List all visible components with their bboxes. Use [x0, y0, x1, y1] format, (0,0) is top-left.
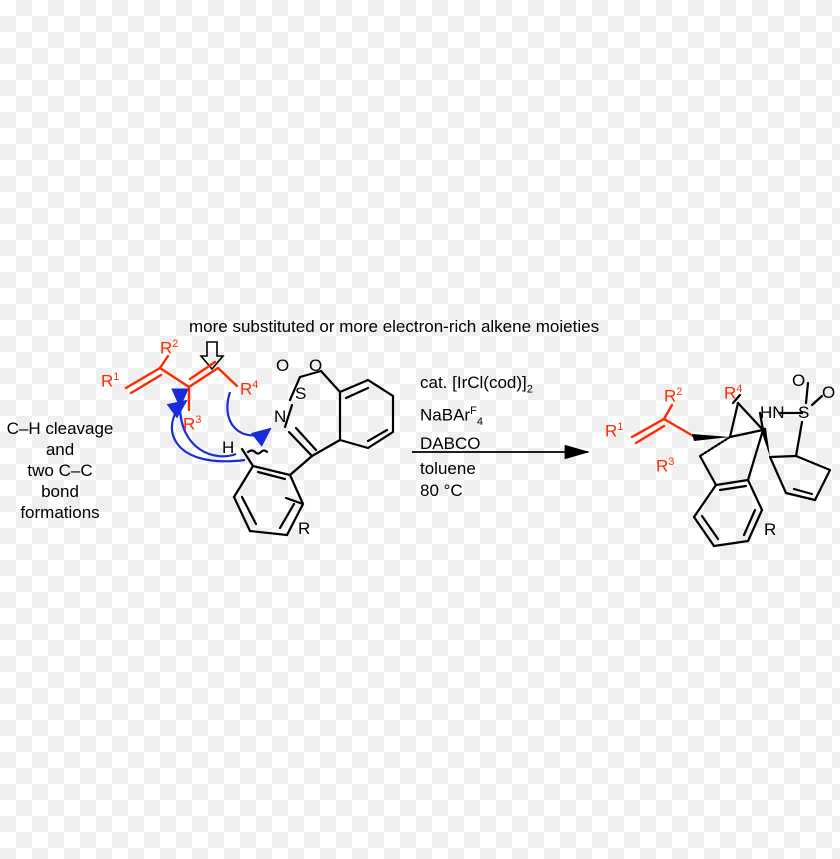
condition-base: DABCO	[420, 434, 481, 454]
condition-temperature: 80 °C	[420, 481, 463, 500]
reactant-s: S	[295, 384, 307, 403]
curved-arrows	[166, 388, 272, 463]
condition-catalyst: cat. [IrCl(cod)]2	[420, 373, 533, 396]
reactant-n: N	[274, 407, 287, 426]
condition-additive: NaBArF4	[420, 405, 483, 429]
conditions-below: toluene 80 °C	[420, 458, 476, 502]
conditions: cat. [IrCl(cod)]2 NaBArF4 DABCO	[420, 372, 533, 455]
reactant-r2: R2	[160, 338, 179, 358]
product-s: S	[798, 403, 810, 422]
top-note: more substituted or more electron-rich a…	[189, 317, 600, 336]
open-down-arrow	[199, 341, 225, 371]
left-label-line-1: C–H cleavage	[6, 419, 114, 438]
reactant-h: H	[222, 438, 235, 457]
reactant-sulfonylimine	[232, 369, 395, 537]
product-o1: O	[792, 371, 806, 390]
product-hn: HN	[760, 403, 785, 422]
product-structure	[630, 381, 832, 548]
left-label-line-4: bond	[41, 482, 79, 501]
reactant-diene	[124, 354, 239, 412]
reactant-r1: R1	[101, 371, 120, 391]
left-label-line-5: formations	[20, 503, 100, 522]
left-label-line-2: and	[45, 440, 75, 459]
reactant-o2: O	[309, 356, 323, 375]
product-r1: R1	[605, 421, 624, 441]
left-label: C–H cleavage and two C–C bond formations	[2, 418, 118, 523]
product-r4: R4	[724, 383, 743, 403]
product-r: R	[764, 520, 777, 539]
reactant-r: R	[298, 519, 311, 538]
reactant-r4: R4	[240, 379, 259, 399]
product-o2: O	[822, 383, 836, 402]
left-label-line-3: two C–C	[27, 461, 93, 480]
reactant-r3: R3	[183, 414, 202, 434]
product-r3: R3	[656, 456, 675, 476]
condition-solvent: toluene	[420, 459, 476, 478]
reactant-o1: O	[276, 356, 290, 375]
product-r2: R2	[664, 386, 683, 406]
